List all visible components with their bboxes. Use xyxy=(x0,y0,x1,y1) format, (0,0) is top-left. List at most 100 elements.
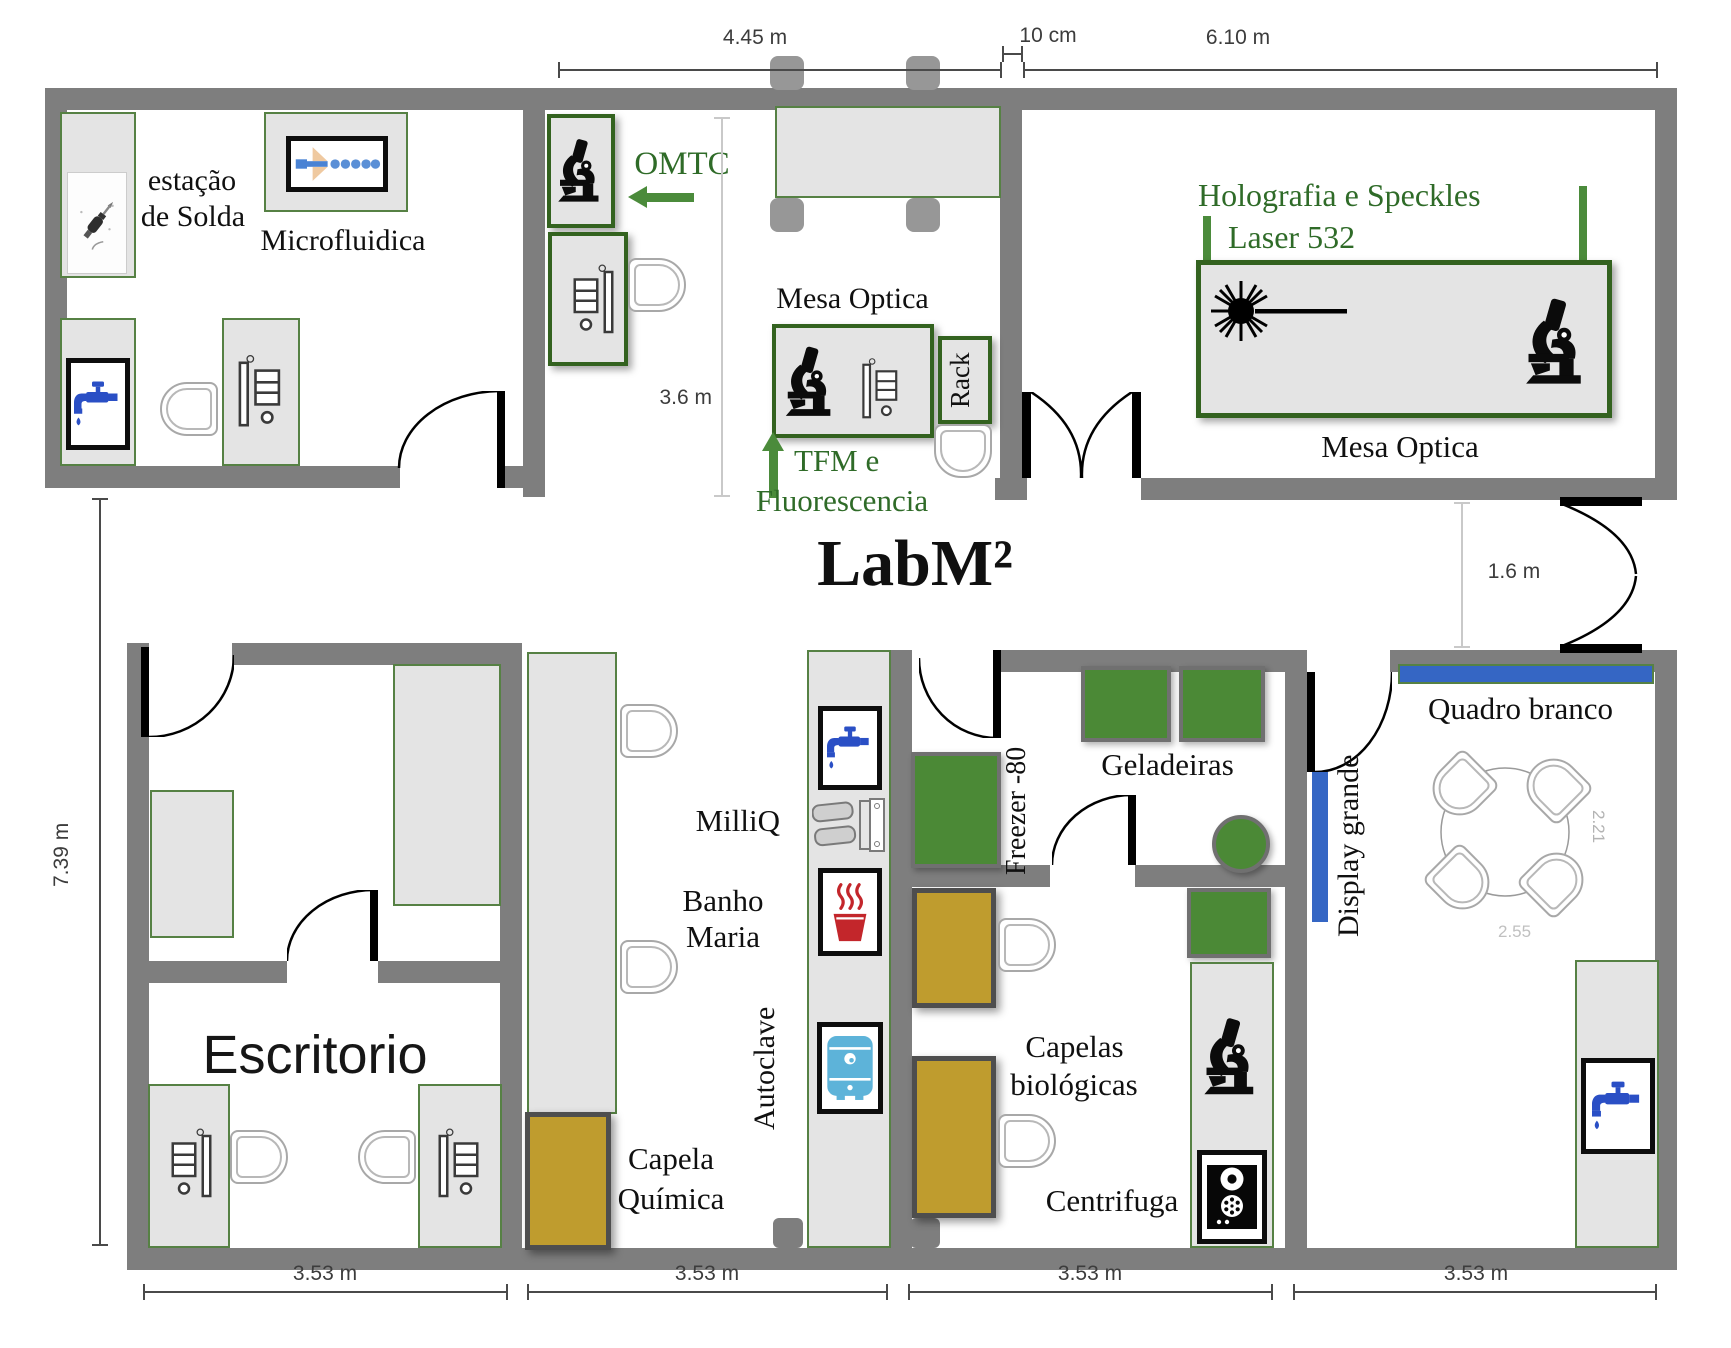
computer-desk-icon xyxy=(164,1124,214,1208)
wall xyxy=(500,643,522,1270)
wall xyxy=(1285,650,1307,1270)
door-leaf xyxy=(1560,644,1642,653)
omtc-bench xyxy=(547,114,615,228)
door-arc xyxy=(149,655,234,737)
fume-hood-chemistry xyxy=(525,1112,611,1250)
centrifuge-label: Centrifuga xyxy=(1045,1183,1179,1218)
fridge xyxy=(1179,666,1265,742)
whiteboard xyxy=(1398,664,1654,684)
dimension-label: 3.53 m xyxy=(1057,1262,1123,1285)
faucet-icon xyxy=(1581,1058,1655,1154)
microfluidic-chip-icon xyxy=(286,136,388,192)
large-display xyxy=(1312,772,1328,922)
dimension-label: 3.53 m xyxy=(292,1262,358,1285)
wall xyxy=(232,643,518,665)
tfm-label-line1: TFM e xyxy=(794,443,880,478)
dimension-label: 1.6 m xyxy=(1487,560,1541,583)
meeting-sink-bench xyxy=(1575,960,1659,1248)
desk-bench xyxy=(222,318,300,466)
computer-desk-icon xyxy=(236,352,288,436)
capelas-label-line1: Capelas xyxy=(1025,1029,1124,1064)
microfluidics-bench xyxy=(264,112,408,212)
dimension-line xyxy=(1023,62,1658,78)
chair xyxy=(160,382,218,436)
round-table xyxy=(1440,767,1570,897)
door-arc xyxy=(919,658,997,738)
door-leaf xyxy=(141,647,149,737)
biological-hood xyxy=(912,888,996,1008)
office-bench xyxy=(393,664,501,906)
chemistry-wall-bench xyxy=(807,650,891,1248)
holography-optical-table xyxy=(1196,260,1612,418)
autoclave-label: Autoclave xyxy=(748,1006,781,1130)
soldering-bench xyxy=(60,112,136,278)
microscope-icon xyxy=(1519,283,1595,401)
dimension-line xyxy=(143,1284,508,1300)
banho-label-line1: Banho xyxy=(682,883,764,918)
tfm-bench xyxy=(772,324,934,438)
faint-dimension: 2.55 xyxy=(1498,922,1532,941)
fridges-label: Geladeiras xyxy=(1101,747,1234,782)
door-leaf xyxy=(1132,392,1141,478)
computer-desk-icon xyxy=(566,260,616,344)
dimension-label: 3.53 m xyxy=(674,1262,740,1285)
chair xyxy=(934,424,992,478)
faint-dimension: 2.21 xyxy=(1589,810,1608,844)
microscope-icon xyxy=(1198,1002,1266,1112)
omtc-label: OMTC xyxy=(634,146,730,182)
door-arc xyxy=(287,890,374,961)
capelas-label-line2: biológicas xyxy=(1010,1067,1138,1102)
wall xyxy=(45,88,1677,110)
biology-wall-bench xyxy=(1190,962,1274,1248)
capela-quimica-label-line2: Química xyxy=(617,1181,725,1216)
soldering-iron-icon xyxy=(67,172,127,274)
dimension-label: 4.45 m xyxy=(722,26,788,49)
fridge xyxy=(1081,666,1171,742)
rack-label: Rack xyxy=(945,352,975,408)
dimension-line xyxy=(558,62,1002,78)
door-leaf xyxy=(497,391,505,488)
table-leg xyxy=(770,198,804,232)
milliq-icon xyxy=(812,794,888,856)
door-leaf xyxy=(993,650,1001,738)
microfluidics-label: Microfluidica xyxy=(260,224,426,257)
dimension-line xyxy=(908,1284,1273,1300)
tfm-label-line2: Fluorescencia xyxy=(755,483,929,518)
wall xyxy=(523,88,545,497)
dimension-line xyxy=(1002,46,1023,62)
sink-bench xyxy=(60,318,136,466)
chair xyxy=(358,1130,416,1184)
banho-label-line2: Maria xyxy=(685,919,761,954)
tfm-arrow-up xyxy=(762,432,784,498)
dimension-label: 3.6 m xyxy=(659,386,712,409)
chair xyxy=(628,258,686,312)
soldering-label-line1: estação xyxy=(147,164,237,197)
double-door-arc xyxy=(1561,504,1638,646)
office-label: Escritorio xyxy=(202,1025,428,1085)
optical-table xyxy=(775,106,1001,198)
dimension-line xyxy=(527,1284,888,1300)
wall-pillar xyxy=(773,1218,803,1248)
office-desk xyxy=(148,1084,230,1248)
chair xyxy=(230,1130,288,1184)
double-door-arc xyxy=(1031,392,1132,478)
door-leaf xyxy=(370,890,378,961)
microscope-icon xyxy=(780,334,842,430)
wall xyxy=(1141,478,1677,500)
milliq-label: MilliQ xyxy=(695,803,780,838)
whiteboard-label: Quadro branco xyxy=(1428,691,1614,726)
dimension-label: 6.10 m xyxy=(1205,26,1271,49)
dimension-line xyxy=(1454,502,1470,648)
wall xyxy=(995,478,1027,500)
laser-icon xyxy=(1209,279,1349,343)
rack-bench xyxy=(938,336,992,424)
door-arc xyxy=(1052,795,1132,865)
wall xyxy=(45,466,400,488)
wall xyxy=(1000,88,1022,478)
equipment-cabinet xyxy=(1187,888,1271,958)
table-leg xyxy=(770,56,804,90)
dimension-line xyxy=(714,117,730,497)
holography-label: Holografia e Speckles xyxy=(1198,177,1481,213)
faucet-icon xyxy=(66,358,130,450)
